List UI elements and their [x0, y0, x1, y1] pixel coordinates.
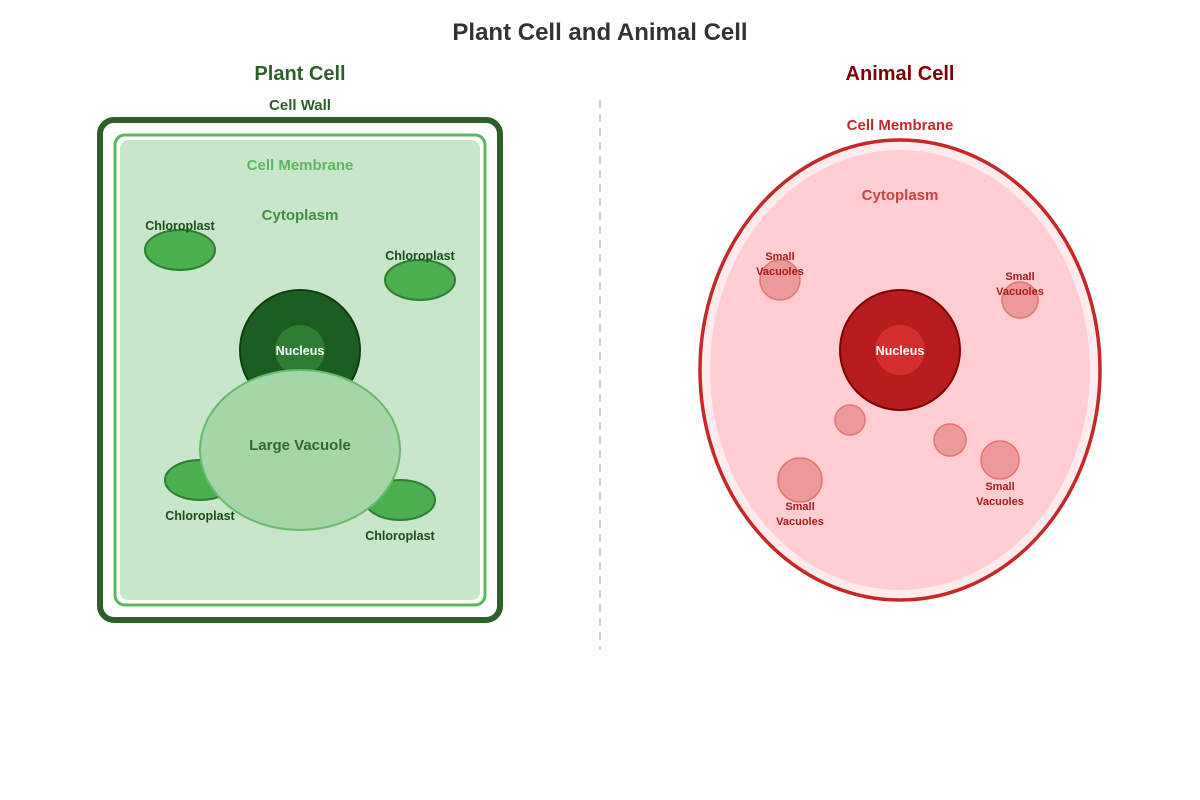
animal-vacuole-label-2: Small Vacuoles	[996, 271, 1044, 298]
animal-vacuole-label-4-line-2: Vacuoles	[976, 496, 1024, 508]
animal-vacuole-4	[933, 423, 967, 457]
plant-nucleus-label: Nucleus	[276, 344, 325, 358]
plant-nucleolus	[275, 325, 325, 375]
plant-cytoplasm-label: Cytoplasm	[262, 207, 339, 224]
animal-nucleus-label: Nucleus	[876, 344, 925, 358]
animal-cell-heading: Animal Cell	[846, 63, 955, 85]
animal-cell-membrane-label: Cell Membrane	[847, 117, 954, 134]
animal-cell: Animal Cell Cell Membrane Cytoplasm Nucl…	[698, 63, 1102, 602]
animal-vacuole-label-2-line-2: Vacuoles	[996, 286, 1044, 298]
animal-vacuole-label-1-line-1: Small	[765, 251, 794, 263]
plant-chloroplast-3-label: Chloroplast	[165, 509, 235, 523]
animal-vacuole-label-4: Small Vacuoles	[976, 481, 1024, 508]
animal-nucleolus	[875, 325, 925, 375]
plant-chloroplast-4-label: Chloroplast	[365, 529, 435, 543]
animal-vacuole-label-2-line-1: Small	[1005, 271, 1034, 283]
animal-vacuole-label-1-line-2: Vacuoles	[756, 266, 804, 278]
animal-vacuole-6	[980, 440, 1020, 480]
animal-vacuole-2	[1001, 281, 1039, 319]
animal-vacuole-1	[759, 259, 801, 301]
plant-chloroplast-1	[144, 229, 216, 271]
animal-vacuole-3	[834, 404, 866, 436]
plant-chloroplast-2	[384, 259, 456, 301]
plant-large-vacuole-label: Large Vacuole	[249, 437, 351, 454]
animal-vacuole-label-3-line-1: Small	[785, 501, 814, 513]
animal-vacuole-label-3-line-2: Vacuoles	[776, 516, 824, 528]
animal-vacuole-label-1: Small Vacuoles	[756, 251, 804, 278]
plant-cell-membrane	[113, 133, 487, 607]
plant-cell-wall-label: Cell Wall	[269, 97, 331, 114]
plant-cell-membrane-label: Cell Membrane	[247, 157, 354, 174]
animal-vacuole-label-3: Small Vacuoles	[776, 501, 824, 528]
plant-cell: Plant Cell Cell Wall Cell Membrane Cytop…	[97, 63, 503, 623]
plant-cell-heading: Plant Cell	[254, 63, 345, 85]
animal-cytoplasm-label: Cytoplasm	[862, 187, 939, 204]
plant-large-vacuole	[199, 369, 401, 531]
plant-chloroplast-1-label: Chloroplast	[145, 219, 215, 233]
diagram-title: Plant Cell and Animal Cell	[452, 19, 747, 46]
animal-vacuole-label-4-line-1: Small	[985, 481, 1014, 493]
plant-chloroplast-2-label: Chloroplast	[385, 249, 455, 263]
animal-vacuole-5	[777, 457, 823, 503]
